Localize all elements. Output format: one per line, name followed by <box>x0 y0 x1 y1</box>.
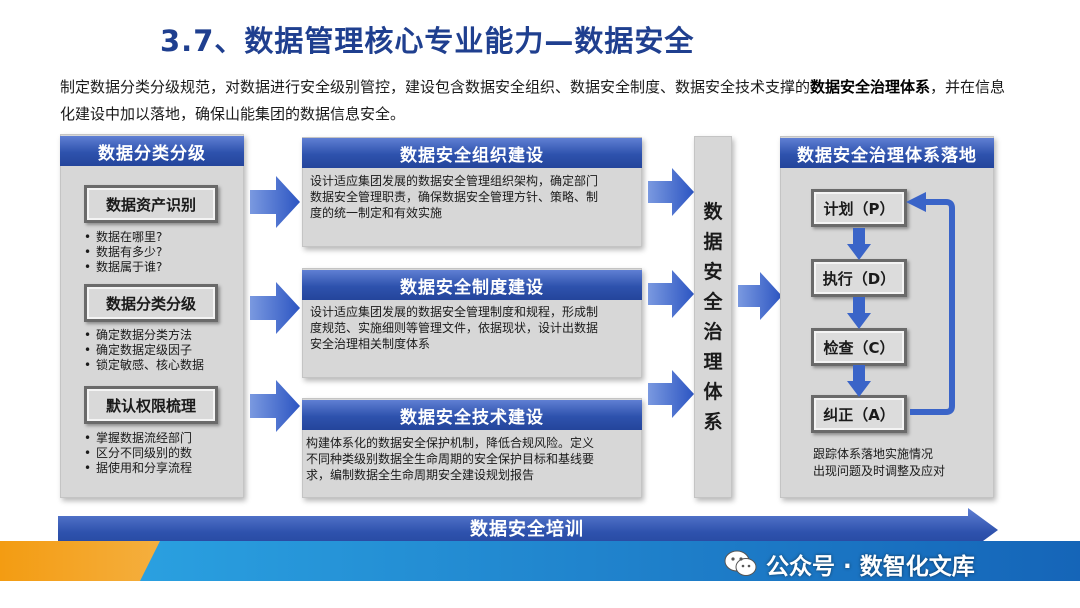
classify-grade-list: 确定数据分类方法 确定数据定级因子 锁定敏感、核心数据 <box>82 328 242 373</box>
right-arrow-icon <box>738 272 782 320</box>
policy-build-header: 数据安全制度建设 <box>302 270 642 300</box>
vertical-char: 数 <box>703 201 723 223</box>
governance-system-column: 数 据 安 全 治 理 体 系 <box>694 136 732 498</box>
brand-text: 公众号 · 数智化文库 <box>766 554 975 580</box>
intro-text: 制定数据分类分级规范，对数据进行安全级别管控，建设包含数据安全组织、数据安全制度… <box>60 78 811 96</box>
intro-bold-text: 数据安全治理体系 <box>810 78 931 96</box>
list-item: 确定数据定级因子 <box>82 343 242 358</box>
right-arrow-icon <box>648 370 694 418</box>
desc-line: 不同种类级别数据全生命周期的安全保护目标和基线要 <box>306 452 595 466</box>
training-label: 数据安全培训 <box>470 519 584 540</box>
wechat-icon <box>724 550 757 576</box>
desc-line: 构建体系化的数据安全保护机制，降低合规风险。定义 <box>306 436 595 450</box>
check-step: 检查（C） <box>811 328 907 366</box>
right-panel-header: 数据安全治理体系落地 <box>780 138 994 168</box>
down-arrow-icon <box>847 228 871 260</box>
brand-watermark: 公众号 · 数智化文库 <box>724 547 975 581</box>
vertical-char: 体 <box>703 381 723 403</box>
follow-line: 出现问题及时调整及应对 <box>813 464 946 478</box>
vertical-char: 安 <box>703 261 723 283</box>
right-arrow-icon <box>250 176 300 228</box>
intro-paragraph: 制定数据分类分级规范，对数据进行安全级别管控，建设包含数据安全组织、数据安全制度… <box>60 74 1010 128</box>
list-item: 数据有多少? <box>82 245 242 260</box>
list-item: 数据属于谁? <box>82 260 242 275</box>
vertical-char: 理 <box>703 351 723 373</box>
desc-line: 求，编制数据全生命周期安全建设规划报告 <box>306 468 535 482</box>
vertical-char: 系 <box>703 411 723 433</box>
desc-line: 度规范、实施细则等管理文件，依据现状，设计出数据 <box>310 321 599 335</box>
asset-identify-list: 数据在哪里? 数据有多少? 数据属于谁? <box>82 230 242 275</box>
left-panel-header: 数据分类分级 <box>60 136 244 166</box>
intro-tail-text: ，并在信息化建设中加以落地，确保山能集团的数据信息安全。 <box>60 78 1006 123</box>
org-build-header: 数据安全组织建设 <box>302 138 642 168</box>
org-build-desc: 设计适应集团发展的数据安全管理组织架构，确定部门 数据安全管理职责，确保数据安全… <box>310 173 640 221</box>
down-arrow-icon <box>847 365 871 397</box>
desc-line: 数据安全管理职责，确保数据安全管理方针、策略、制 <box>310 190 599 204</box>
do-step: 执行（D） <box>811 259 907 297</box>
right-arrow-icon <box>648 270 694 318</box>
right-arrow-icon <box>648 168 694 216</box>
bottom-decor-band <box>0 541 1080 581</box>
down-arrow-icon <box>847 297 871 329</box>
list-item: 区分不同级别的数 <box>82 446 242 461</box>
policy-build-desc: 设计适应集团发展的数据安全管理制度和规程，形成制 度规范、实施细则等管理文件，依… <box>310 304 640 352</box>
list-item: 锁定敏感、核心数据 <box>82 358 242 373</box>
right-arrow-icon <box>250 282 300 334</box>
list-item: 掌握数据流经部门 <box>82 431 242 446</box>
vertical-char: 据 <box>703 231 723 253</box>
list-item: 数据在哪里? <box>82 230 242 245</box>
tech-build-desc: 构建体系化的数据安全保护机制，降低合规风险。定义 不同种类级别数据全生命周期的安… <box>306 435 642 483</box>
list-item: 据使用和分享流程 <box>82 461 242 476</box>
permission-review-list: 掌握数据流经部门 区分不同级别的数 据使用和分享流程 <box>82 431 242 476</box>
act-step: 纠正（A） <box>811 395 907 433</box>
classify-grade-box: 数据分类分级 <box>84 284 218 322</box>
desc-line: 安全治理相关制度体系 <box>310 337 431 351</box>
follow-line: 跟踪体系落地实施情况 <box>813 447 934 461</box>
loop-arrow-icon <box>906 192 955 415</box>
vertical-char: 全 <box>703 291 723 313</box>
desc-line: 设计适应集团发展的数据安全管理制度和规程，形成制 <box>310 305 599 319</box>
desc-line: 度的统一制定和有效实施 <box>310 206 443 220</box>
vertical-char: 治 <box>703 321 723 343</box>
desc-line: 设计适应集团发展的数据安全管理组织架构，确定部门 <box>310 174 599 188</box>
page-title: 3.7、数据管理核心专业能力—数据安全 <box>160 24 695 58</box>
plan-step: 计划（P） <box>811 189 907 227</box>
list-item-continuation: 据使用和分享流程 <box>96 461 193 475</box>
right-arrow-icon <box>250 380 300 432</box>
permission-review-box: 默认权限梳理 <box>84 386 218 424</box>
list-item: 确定数据分类方法 <box>82 328 242 343</box>
follow-up-text: 跟踪体系落地实施情况 出现问题及时调整及应对 <box>813 446 983 480</box>
asset-identify-box: 数据资产识别 <box>84 185 218 223</box>
tech-build-header: 数据安全技术建设 <box>302 400 642 430</box>
